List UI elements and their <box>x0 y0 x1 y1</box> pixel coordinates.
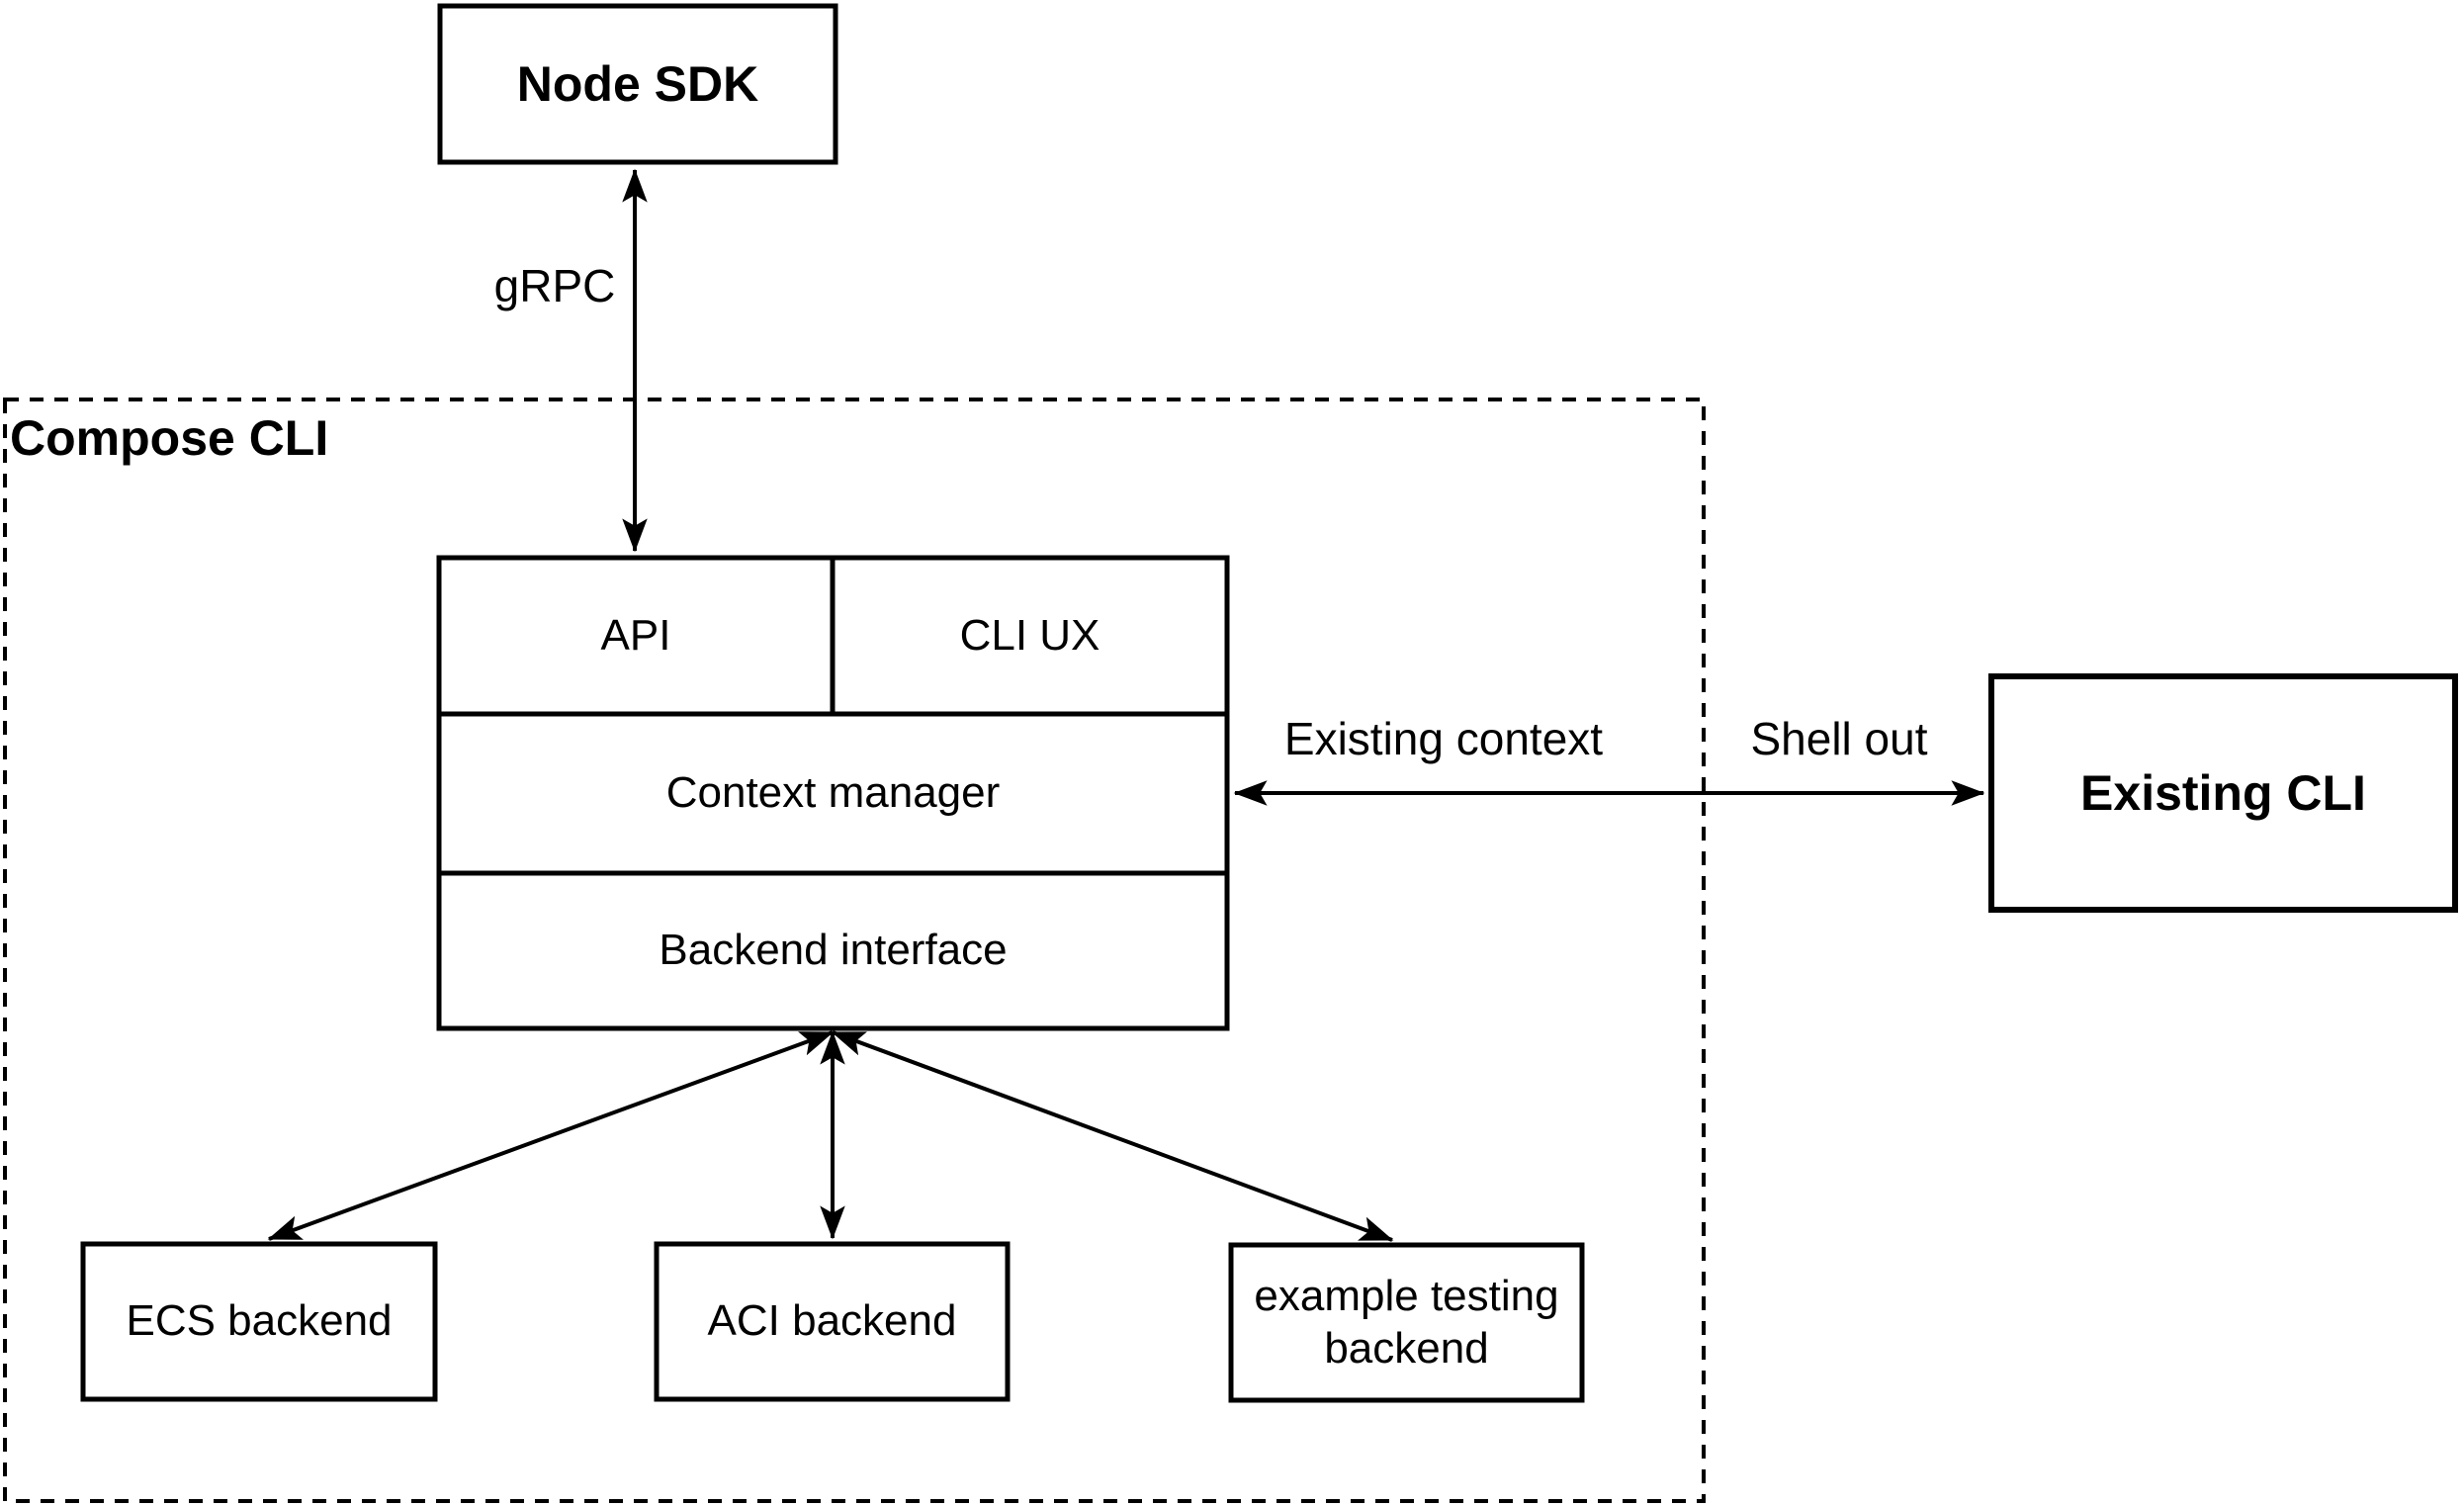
grpc-edge-label: gRPC <box>493 260 616 312</box>
ecs-backend-arrow <box>267 1030 835 1241</box>
example-testing-backend-label-line2: backend <box>1324 1323 1489 1373</box>
example-testing-backend-label: example testing backend <box>1231 1245 1582 1400</box>
shell-out-edge-label: Shell out <box>1750 713 1928 765</box>
compose-cli-group-box <box>3 398 1706 1503</box>
ecs-backend-box <box>80 1241 438 1402</box>
aci-backend-label: ACI backend <box>707 1296 957 1346</box>
existing-context-edge-label: Existing context <box>1283 713 1604 765</box>
node-sdk-label: Node SDK <box>516 56 759 112</box>
ecs-backend-label: ECS backend <box>126 1296 393 1346</box>
example-testing-backend-arrow <box>831 1030 1394 1242</box>
context-manager-label: Context manager <box>665 768 1001 818</box>
example-testing-backend-label-line1: example testing <box>1254 1271 1559 1320</box>
compose-cli-group-label: Compose CLI <box>10 410 329 466</box>
backend-interface-label: Backend interface <box>659 926 1008 975</box>
example-testing-backend-box <box>1228 1242 1585 1403</box>
aci-backend-box <box>654 1241 1011 1402</box>
existing-cli-label: Existing CLI <box>2080 765 2366 821</box>
api-label: API <box>600 610 671 660</box>
node-sdk-box <box>437 3 838 165</box>
cli-ux-label: CLI UX <box>959 610 1100 660</box>
existing-cli-box <box>1988 673 2458 913</box>
